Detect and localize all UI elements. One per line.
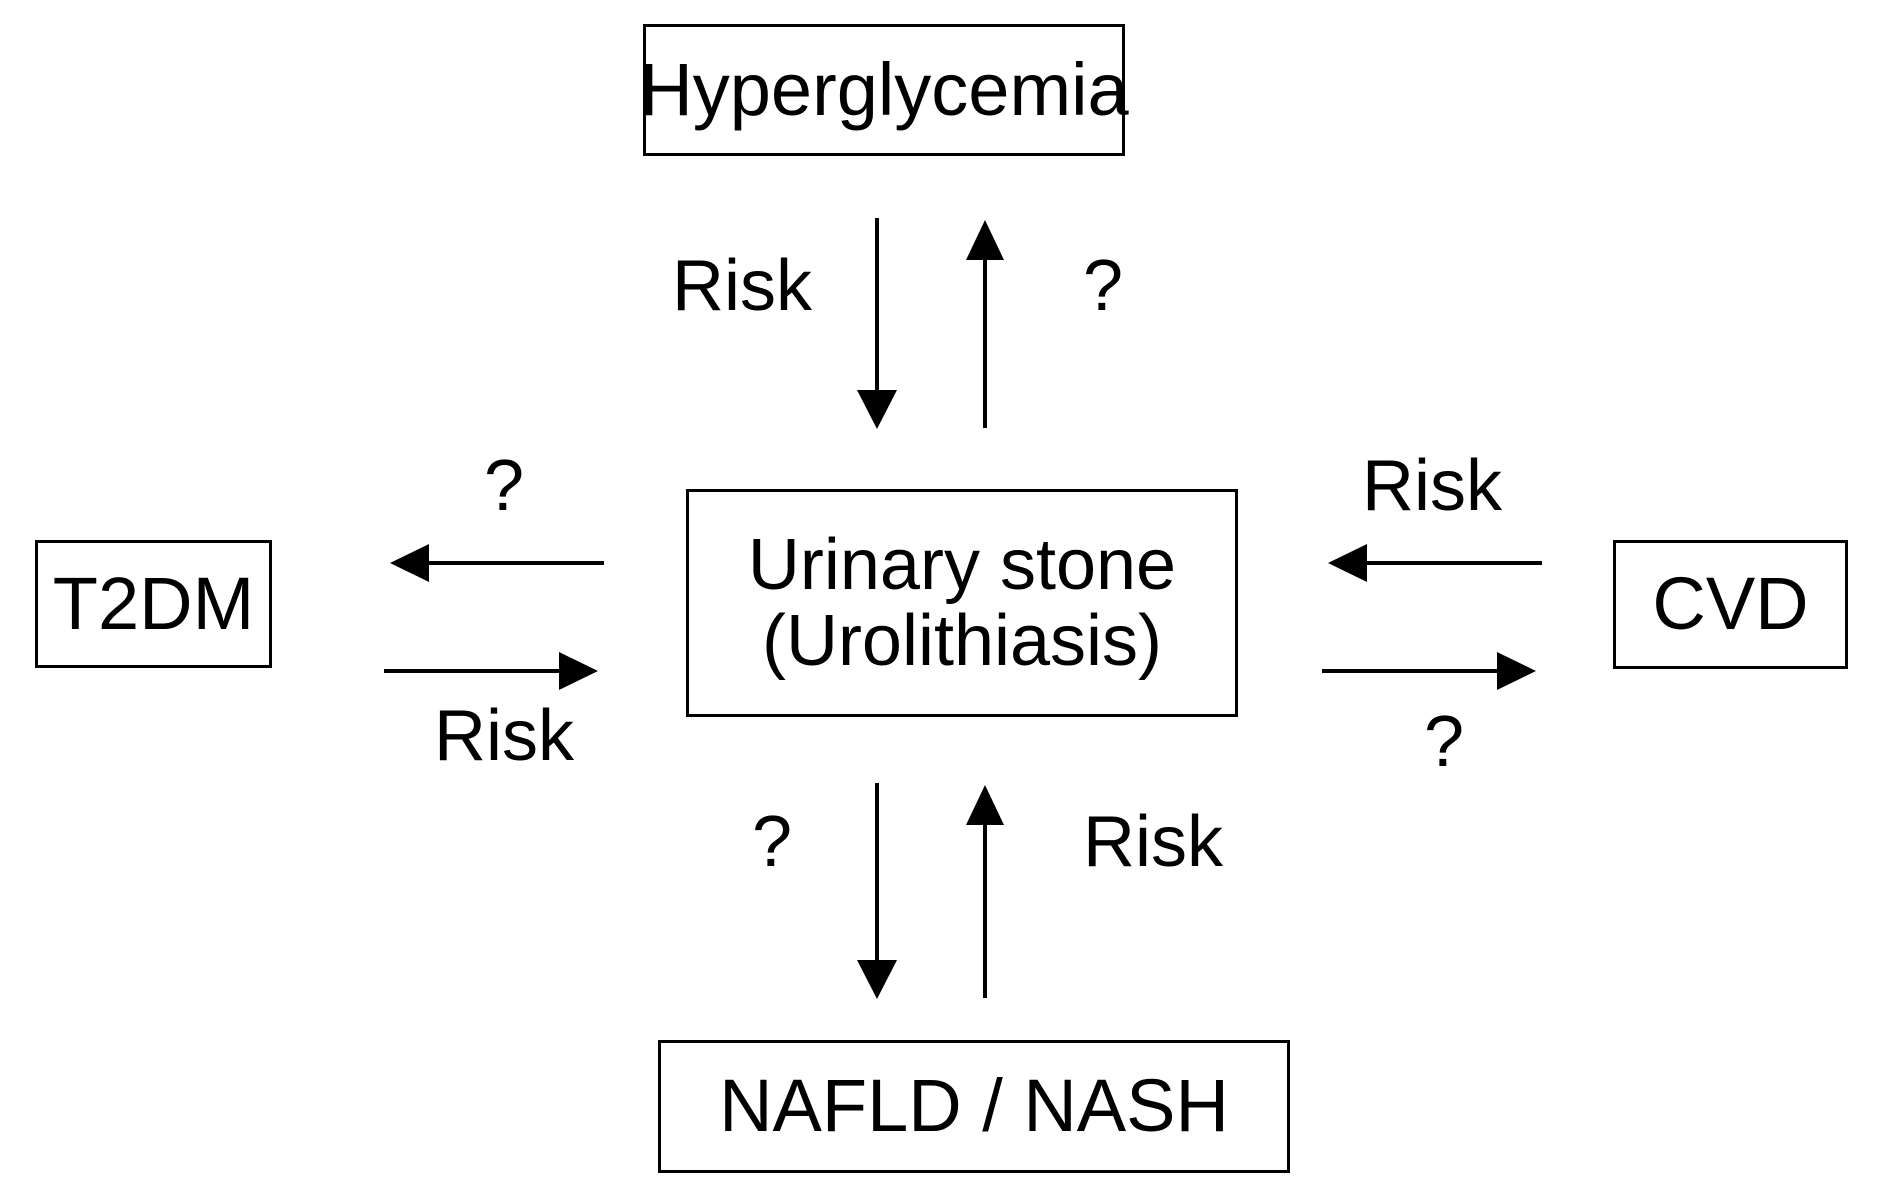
arrow-t2dm-to-urinary-stone bbox=[384, 652, 598, 690]
arrow-urinary-stone-to-nafld bbox=[857, 783, 897, 999]
node-t2dm[interactable]: T2DM bbox=[35, 540, 272, 668]
node-cvd-label: CVD bbox=[1652, 562, 1809, 646]
edge-label-question-left: ? bbox=[484, 446, 525, 526]
edge-label-risk-right: Risk bbox=[1362, 446, 1502, 526]
edge-label-risk-top: Risk bbox=[672, 246, 812, 326]
edge-label-risk-left: Risk bbox=[434, 696, 574, 776]
node-hyperglycemia-label: Hyperglycemia bbox=[639, 47, 1129, 131]
node-urinary-stone-label-line1: Urinary stone bbox=[747, 524, 1177, 605]
arrow-nafld-to-urinary-stone bbox=[966, 785, 1004, 998]
arrow-urinary-stone-to-hyperglycemia bbox=[966, 220, 1004, 428]
node-t2dm-label: T2DM bbox=[52, 561, 255, 645]
node-urinary-stone[interactable]: Urinary stone (Urolithiasis) bbox=[686, 489, 1238, 717]
edge-label-question-right: ? bbox=[1424, 702, 1465, 782]
node-nafld-nash[interactable]: NAFLD / NASH bbox=[658, 1040, 1290, 1173]
arrow-hyperglycemia-to-urinary-stone bbox=[857, 218, 897, 429]
arrow-urinary-stone-to-t2dm bbox=[390, 544, 604, 582]
edge-label-risk-bottom: Risk bbox=[1083, 802, 1223, 882]
node-cvd[interactable]: CVD bbox=[1613, 540, 1848, 669]
node-hyperglycemia[interactable]: Hyperglycemia bbox=[639, 24, 1129, 156]
node-nafld-nash-label: NAFLD / NASH bbox=[719, 1064, 1229, 1148]
arrow-urinary-stone-to-cvd bbox=[1322, 652, 1536, 690]
node-urinary-stone-label-line2: (Urolithiasis) bbox=[761, 601, 1163, 681]
edge-label-question-bottom: ? bbox=[752, 802, 793, 882]
arrow-cvd-to-urinary-stone bbox=[1328, 544, 1542, 582]
edge-label-question-top: ? bbox=[1083, 246, 1124, 326]
